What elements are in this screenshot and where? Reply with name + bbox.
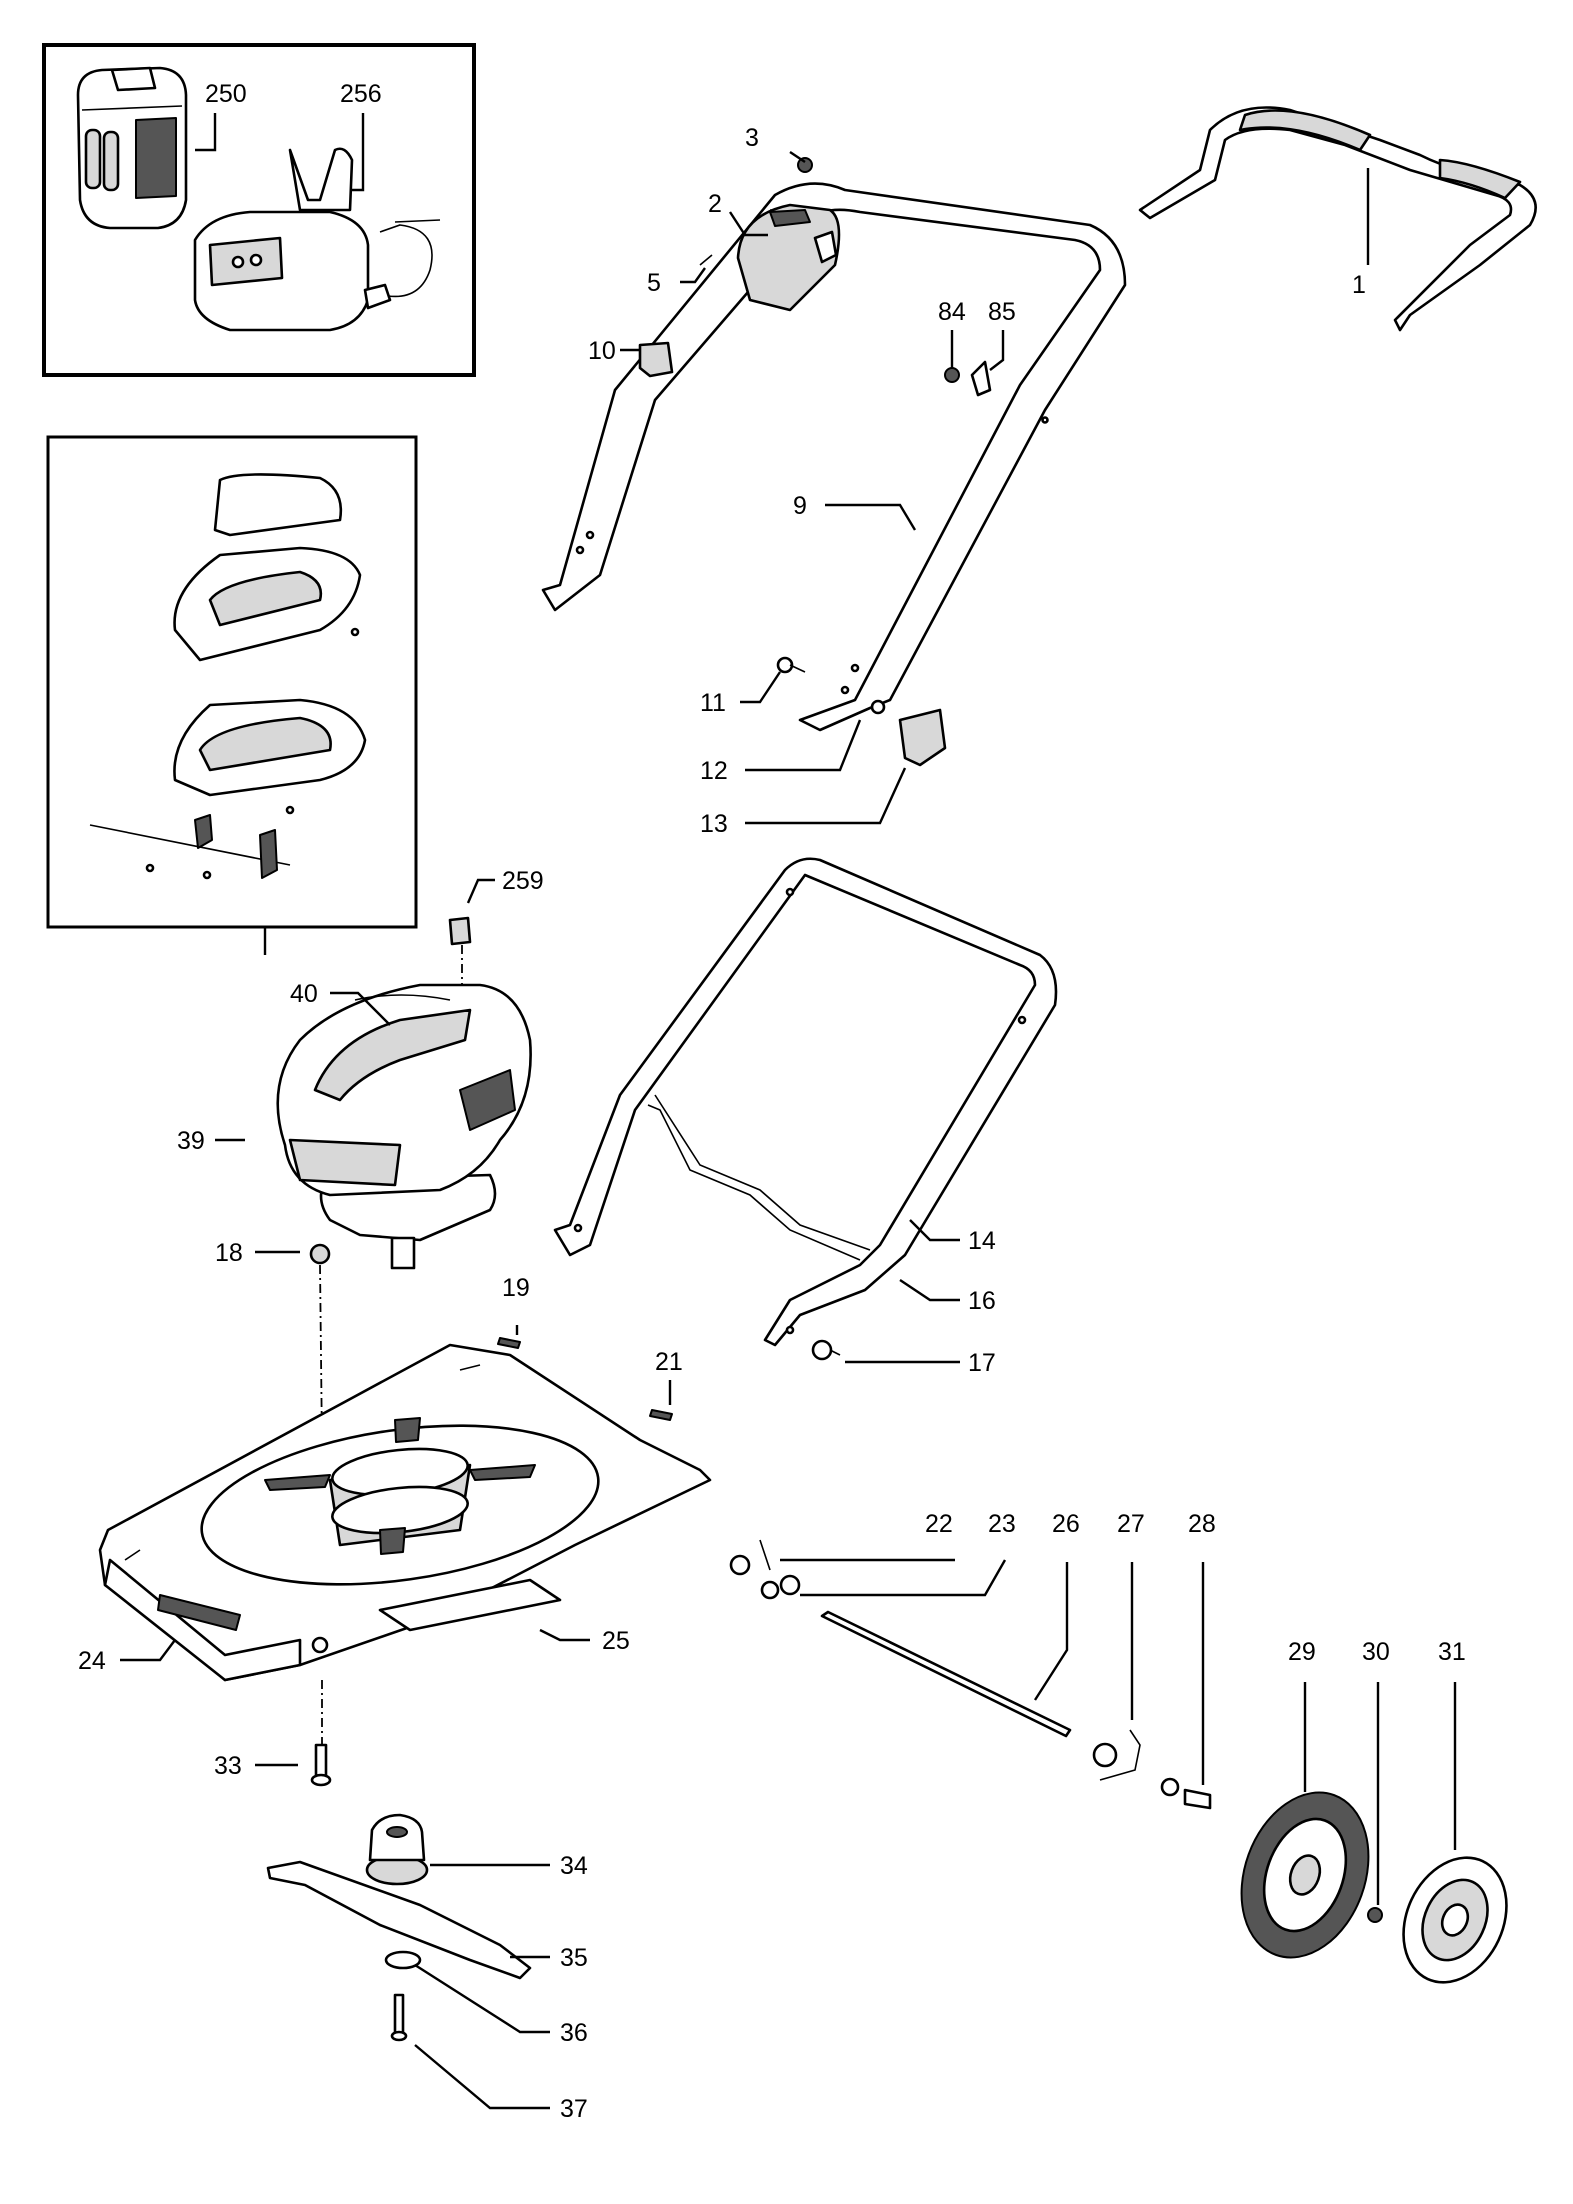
axle-parts-rear	[1092, 1729, 1212, 1810]
plug-259	[448, 916, 472, 946]
callout-30: 30	[1362, 1638, 1390, 1666]
screw-19	[497, 1337, 521, 1349]
callout-31: 31	[1438, 1638, 1466, 1666]
battery-charger	[193, 147, 441, 332]
callout-1: 1	[1352, 271, 1366, 299]
callout-12: 12	[700, 757, 728, 785]
screw-21	[649, 1409, 673, 1421]
callout-22: 22	[925, 1510, 953, 1538]
callout-259: 259	[502, 867, 544, 895]
axle-parts-front	[729, 1539, 801, 1600]
callout-23: 23	[988, 1510, 1016, 1538]
bolt-17	[811, 1339, 841, 1361]
callout-85: 85	[988, 298, 1016, 326]
callout-2: 2	[708, 190, 722, 218]
callout-256: 256	[340, 80, 382, 108]
nut-3	[797, 157, 813, 173]
callout-5: 5	[647, 269, 661, 297]
mower-deck	[98, 1343, 712, 1682]
callout-14: 14	[968, 1227, 996, 1255]
callout-29: 29	[1288, 1638, 1316, 1666]
screw-5	[699, 254, 713, 266]
cable-clip-10	[638, 341, 674, 378]
callout-34: 34	[560, 1852, 588, 1880]
callout-84: 84	[938, 298, 966, 326]
callout-37: 37	[560, 2095, 588, 2123]
callout-36: 36	[560, 2019, 588, 2047]
battery-charger-inset: 250 256	[42, 43, 476, 377]
axle-rod	[820, 1610, 1072, 1738]
callout-250: 250	[205, 80, 247, 108]
washer-12	[870, 699, 886, 715]
callout-17: 17	[968, 1349, 996, 1377]
callout-33: 33	[214, 1752, 242, 1780]
callout-40: 40	[290, 980, 318, 1008]
knob-13	[898, 708, 947, 767]
callout-35: 35	[560, 1944, 588, 1972]
callout-27: 27	[1117, 1510, 1145, 1538]
callout-11: 11	[700, 689, 726, 717]
callout-39: 39	[177, 1127, 205, 1155]
leader-lines	[120, 151, 1457, 2110]
callout-28: 28	[1188, 1510, 1216, 1538]
motor-cover-inset	[46, 435, 418, 929]
switch-box	[736, 203, 841, 312]
callout-13: 13	[700, 810, 728, 838]
hubcap	[1402, 1856, 1508, 1984]
lower-handle	[553, 857, 1058, 1347]
callout-25: 25	[602, 1627, 630, 1655]
callout-24: 24	[78, 1647, 106, 1675]
nut-18	[309, 1243, 331, 1265]
motor-housing	[276, 983, 532, 1270]
bolt-11	[776, 656, 806, 674]
blade-adapter	[365, 1813, 429, 1886]
blade	[266, 1860, 532, 1980]
clip-85	[970, 360, 992, 397]
screw-84	[944, 367, 960, 383]
callout-26: 26	[1052, 1510, 1080, 1538]
bolt-37	[390, 1993, 408, 2042]
nut-30	[1367, 1907, 1383, 1923]
washer-36	[384, 1950, 422, 1970]
callout-3: 3	[745, 124, 759, 152]
battery-pack	[76, 66, 188, 230]
safety-bail-handle	[1138, 106, 1537, 332]
bolt-33	[310, 1743, 332, 1787]
callout-10: 10	[588, 337, 616, 365]
callout-19: 19	[502, 1274, 530, 1302]
callout-18: 18	[215, 1239, 243, 1267]
callout-labels: 3 2 5 10 84 85 1 9 11 12 13 259 40 39 18…	[78, 124, 1466, 2123]
callout-9: 9	[793, 492, 807, 520]
callout-21: 21	[655, 1348, 683, 1376]
wheel	[1240, 1791, 1370, 1959]
callout-16: 16	[968, 1287, 996, 1315]
